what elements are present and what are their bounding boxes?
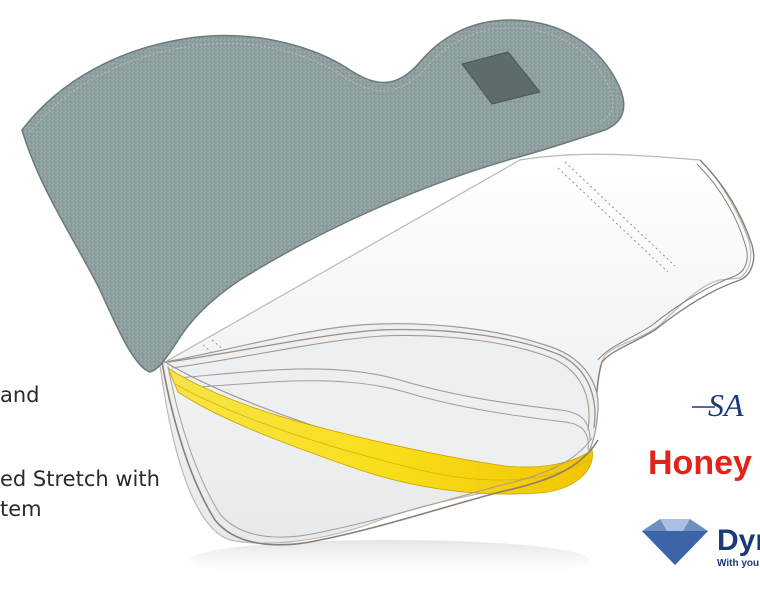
logo-sa: SA	[692, 387, 744, 423]
logo-sa-text: SA	[708, 387, 744, 423]
diamond-icon	[642, 519, 708, 565]
logo-dyn: Dyn	[717, 524, 760, 557]
logo-honeywell: Honey	[648, 444, 752, 482]
logo-dyn-tagline: With you	[717, 558, 759, 569]
